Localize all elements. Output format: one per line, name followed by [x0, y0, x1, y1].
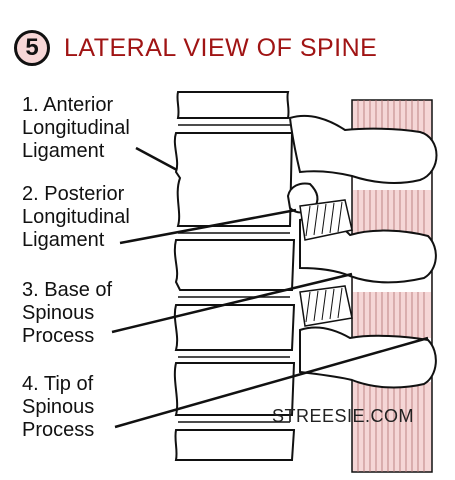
- intervertebral-discs: [178, 124, 290, 423]
- leader-line-4: [114, 336, 429, 429]
- vertebral-body: [174, 429, 296, 461]
- vertebral-body: [173, 132, 294, 227]
- vertebral-bodies: [173, 91, 296, 461]
- spinous-processes: [286, 114, 438, 389]
- hatched-ligaments: [299, 199, 353, 327]
- label-tip-of-spinous-process: 4. Tip of Spinous Process: [22, 373, 95, 441]
- label-posterior-longitudinal-ligament: 2. Posterior Longitudinal Ligament: [22, 183, 130, 251]
- label-anterior-longitudinal-ligament: 1. Anterior Longitudinal Ligament: [22, 94, 130, 162]
- vertebral-body: [176, 91, 290, 119]
- watermark: STREESIE.COM: [272, 406, 415, 426]
- label-base-of-spinous-process: 3. Base of Spinous Process: [22, 279, 113, 347]
- vertebral-body: [173, 239, 296, 291]
- page-title: LATERAL VIEW OF SPINE: [64, 33, 378, 62]
- spinous-process: [299, 326, 437, 389]
- header: 5 LATERAL VIEW OF SPINE: [14, 28, 377, 68]
- leader-line-1: [135, 146, 178, 172]
- leader-lines: [111, 146, 429, 429]
- leader-line-2: [119, 208, 297, 245]
- leader-line-3: [111, 272, 353, 334]
- vertebral-body: [173, 304, 296, 351]
- step-number-badge: 5: [14, 30, 50, 66]
- spinous-process: [288, 114, 438, 184]
